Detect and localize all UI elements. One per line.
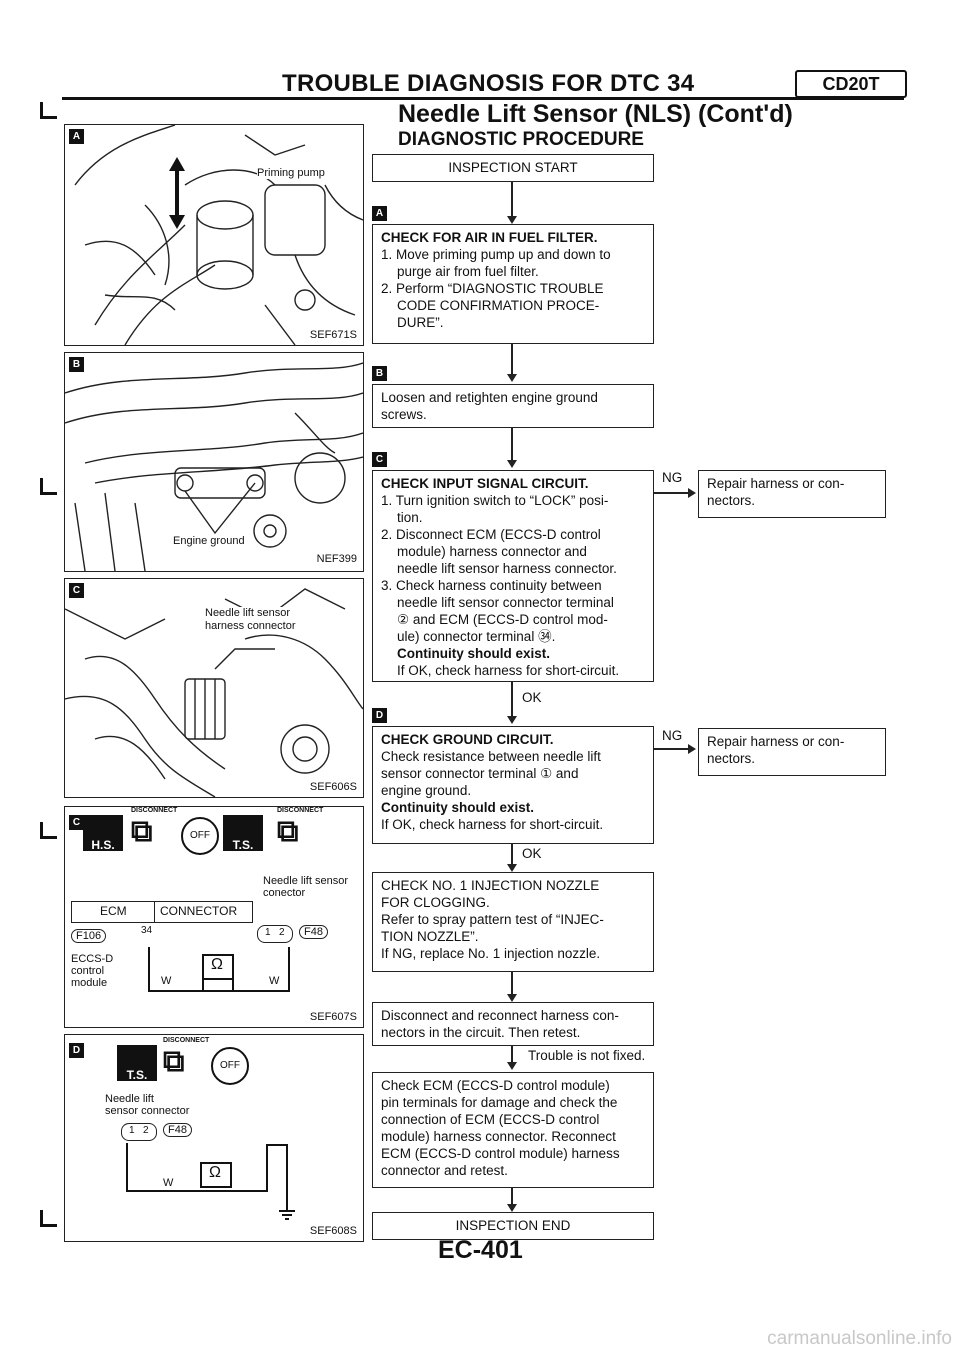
disconnect-label: DISCONNECT: [277, 807, 324, 814]
ok-label: OK: [522, 690, 542, 705]
connector-f48: F48: [163, 1123, 192, 1137]
flow-arrow: [508, 682, 516, 724]
step-b-box: Loosen and retighten engine ground screw…: [372, 384, 654, 428]
repair-box: Repair harness or con- nectors.: [698, 470, 886, 518]
figure-code: SEF671S: [309, 329, 357, 341]
panel-a-illustration: A Priming pump SEF671S: [64, 124, 364, 346]
connector-icon: ⧉: [277, 815, 299, 848]
flow-arrow: [508, 972, 516, 1002]
header-rule: [62, 97, 904, 100]
watermark: carmanualsonline.info: [767, 1328, 952, 1349]
connector-f48: F48: [299, 925, 328, 939]
priming-pump-label: Priming pump: [257, 167, 325, 179]
badge-c: C: [69, 815, 84, 830]
ohm-symbol: Ω: [209, 1164, 221, 1181]
inspection-end-box: INSPECTION END: [372, 1212, 654, 1240]
engine-tag: CD20T: [795, 70, 907, 98]
flow-arrow: [508, 344, 516, 382]
sensor-connector-label: Needle lift sensor conector: [263, 875, 348, 899]
engine-ground-label: Engine ground: [173, 535, 245, 547]
sensor-connector-label: Needle lift sensor connector: [105, 1093, 190, 1117]
pin-34-label: 34: [141, 925, 153, 936]
figure-code: SEF606S: [309, 781, 357, 793]
step-a-box: CHECK FOR AIR IN FUEL FILTER. 1. Move pr…: [372, 224, 654, 344]
section-title: DIAGNOSTIC PROCEDURE: [398, 129, 644, 150]
flow-arrow-ng: [654, 489, 696, 497]
ignition-off-icon: OFF: [181, 817, 219, 855]
step-g-box: Check ECM (ECCS-D control module) pin te…: [372, 1072, 654, 1188]
step-f-box: Disconnect and reconnect harness con- ne…: [372, 1002, 654, 1046]
connector-f106: F106: [71, 929, 107, 943]
page-number: EC-401: [438, 1236, 523, 1264]
flow-arrow: [508, 182, 516, 224]
flow-arrow: [508, 1188, 516, 1212]
disconnect-label: DISCONNECT: [131, 807, 178, 814]
repair-box: Repair harness or con- nectors.: [698, 728, 886, 776]
badge-c: C: [372, 452, 387, 467]
panel-c-illustration: C Needle lift sensor harness connector S…: [64, 578, 364, 798]
terminal-side-icon: T.S.: [223, 815, 263, 852]
ng-label: NG: [662, 470, 683, 485]
badge-c: C: [69, 583, 84, 598]
badge-a: A: [372, 206, 387, 221]
fuel-filter-illustration: [74, 125, 363, 345]
badge-b: B: [372, 366, 387, 381]
ohm-symbol: Ω: [211, 956, 223, 973]
ecm-connector-box: ECM CONNECTOR: [71, 901, 253, 923]
panel-b-illustration: B Engine ground NEF399: [64, 352, 364, 572]
step-d-box: CHECK GROUND CIRCUIT. Check resistance b…: [372, 726, 654, 844]
wire-color-w: W: [269, 975, 280, 987]
step-e-box: CHECK NO. 1 INJECTION NOZZLE FOR CLOGGIN…: [372, 872, 654, 972]
corner-mark: [40, 102, 57, 119]
badge-b: B: [69, 357, 84, 372]
inspection-start-box: INSPECTION START: [372, 154, 654, 182]
badge-d: D: [69, 1043, 84, 1058]
needle-lift-sensor-label: Needle lift sensor harness connector: [205, 607, 296, 633]
connector-icon: ⧉: [131, 815, 153, 848]
badge-a: A: [69, 129, 84, 144]
sensor-connector-pins: 1 2: [121, 1123, 157, 1141]
flow-arrow: [508, 428, 516, 468]
badge-d: D: [372, 708, 387, 723]
step-c-box: CHECK INPUT SIGNAL CIRCUIT. 1. Turn igni…: [372, 470, 654, 682]
terminal-side-icon: T.S.: [117, 1045, 157, 1082]
trouble-not-fixed-label: Trouble is not fixed.: [528, 1048, 646, 1063]
flow-arrow: [508, 1046, 516, 1070]
ecm-description: ECCS-D control module: [71, 953, 114, 989]
ng-label: NG: [662, 728, 683, 743]
page-subtitle: Needle Lift Sensor (NLS) (Cont'd): [398, 100, 793, 128]
wire-color-w: W: [163, 1177, 174, 1189]
connector-icon: ⧉: [163, 1045, 185, 1078]
figure-code: NEF399: [316, 553, 357, 565]
engine-ground-illustration: [65, 362, 363, 571]
corner-mark: [40, 478, 57, 495]
ground-test-circuit: [126, 1143, 295, 1220]
corner-mark: [40, 822, 57, 839]
sensor-connector-pins: 1 2: [257, 925, 293, 943]
figure-code: SEF608S: [309, 1225, 357, 1237]
ohmmeter-circuit: [148, 947, 290, 992]
ok-label: OK: [522, 846, 542, 861]
panel-d-diagram: D T.S. DISCONNECT ⧉ OFF Needle lift sens…: [64, 1034, 364, 1242]
page-title: TROUBLE DIAGNOSIS FOR DTC 34: [282, 70, 695, 97]
ignition-off-icon: OFF: [211, 1047, 249, 1085]
panel-c-diagram: C H.S. DISCONNECT ⧉ OFF T.S. DISCONNECT …: [64, 806, 364, 1028]
wire-color-w: W: [161, 975, 172, 987]
flow-arrow: [508, 844, 516, 872]
disconnect-label: DISCONNECT: [163, 1037, 210, 1044]
corner-mark: [40, 1210, 57, 1227]
harness-side-icon: H.S.: [83, 815, 123, 852]
flow-arrow-ng: [654, 745, 696, 753]
figure-code: SEF607S: [309, 1011, 357, 1023]
